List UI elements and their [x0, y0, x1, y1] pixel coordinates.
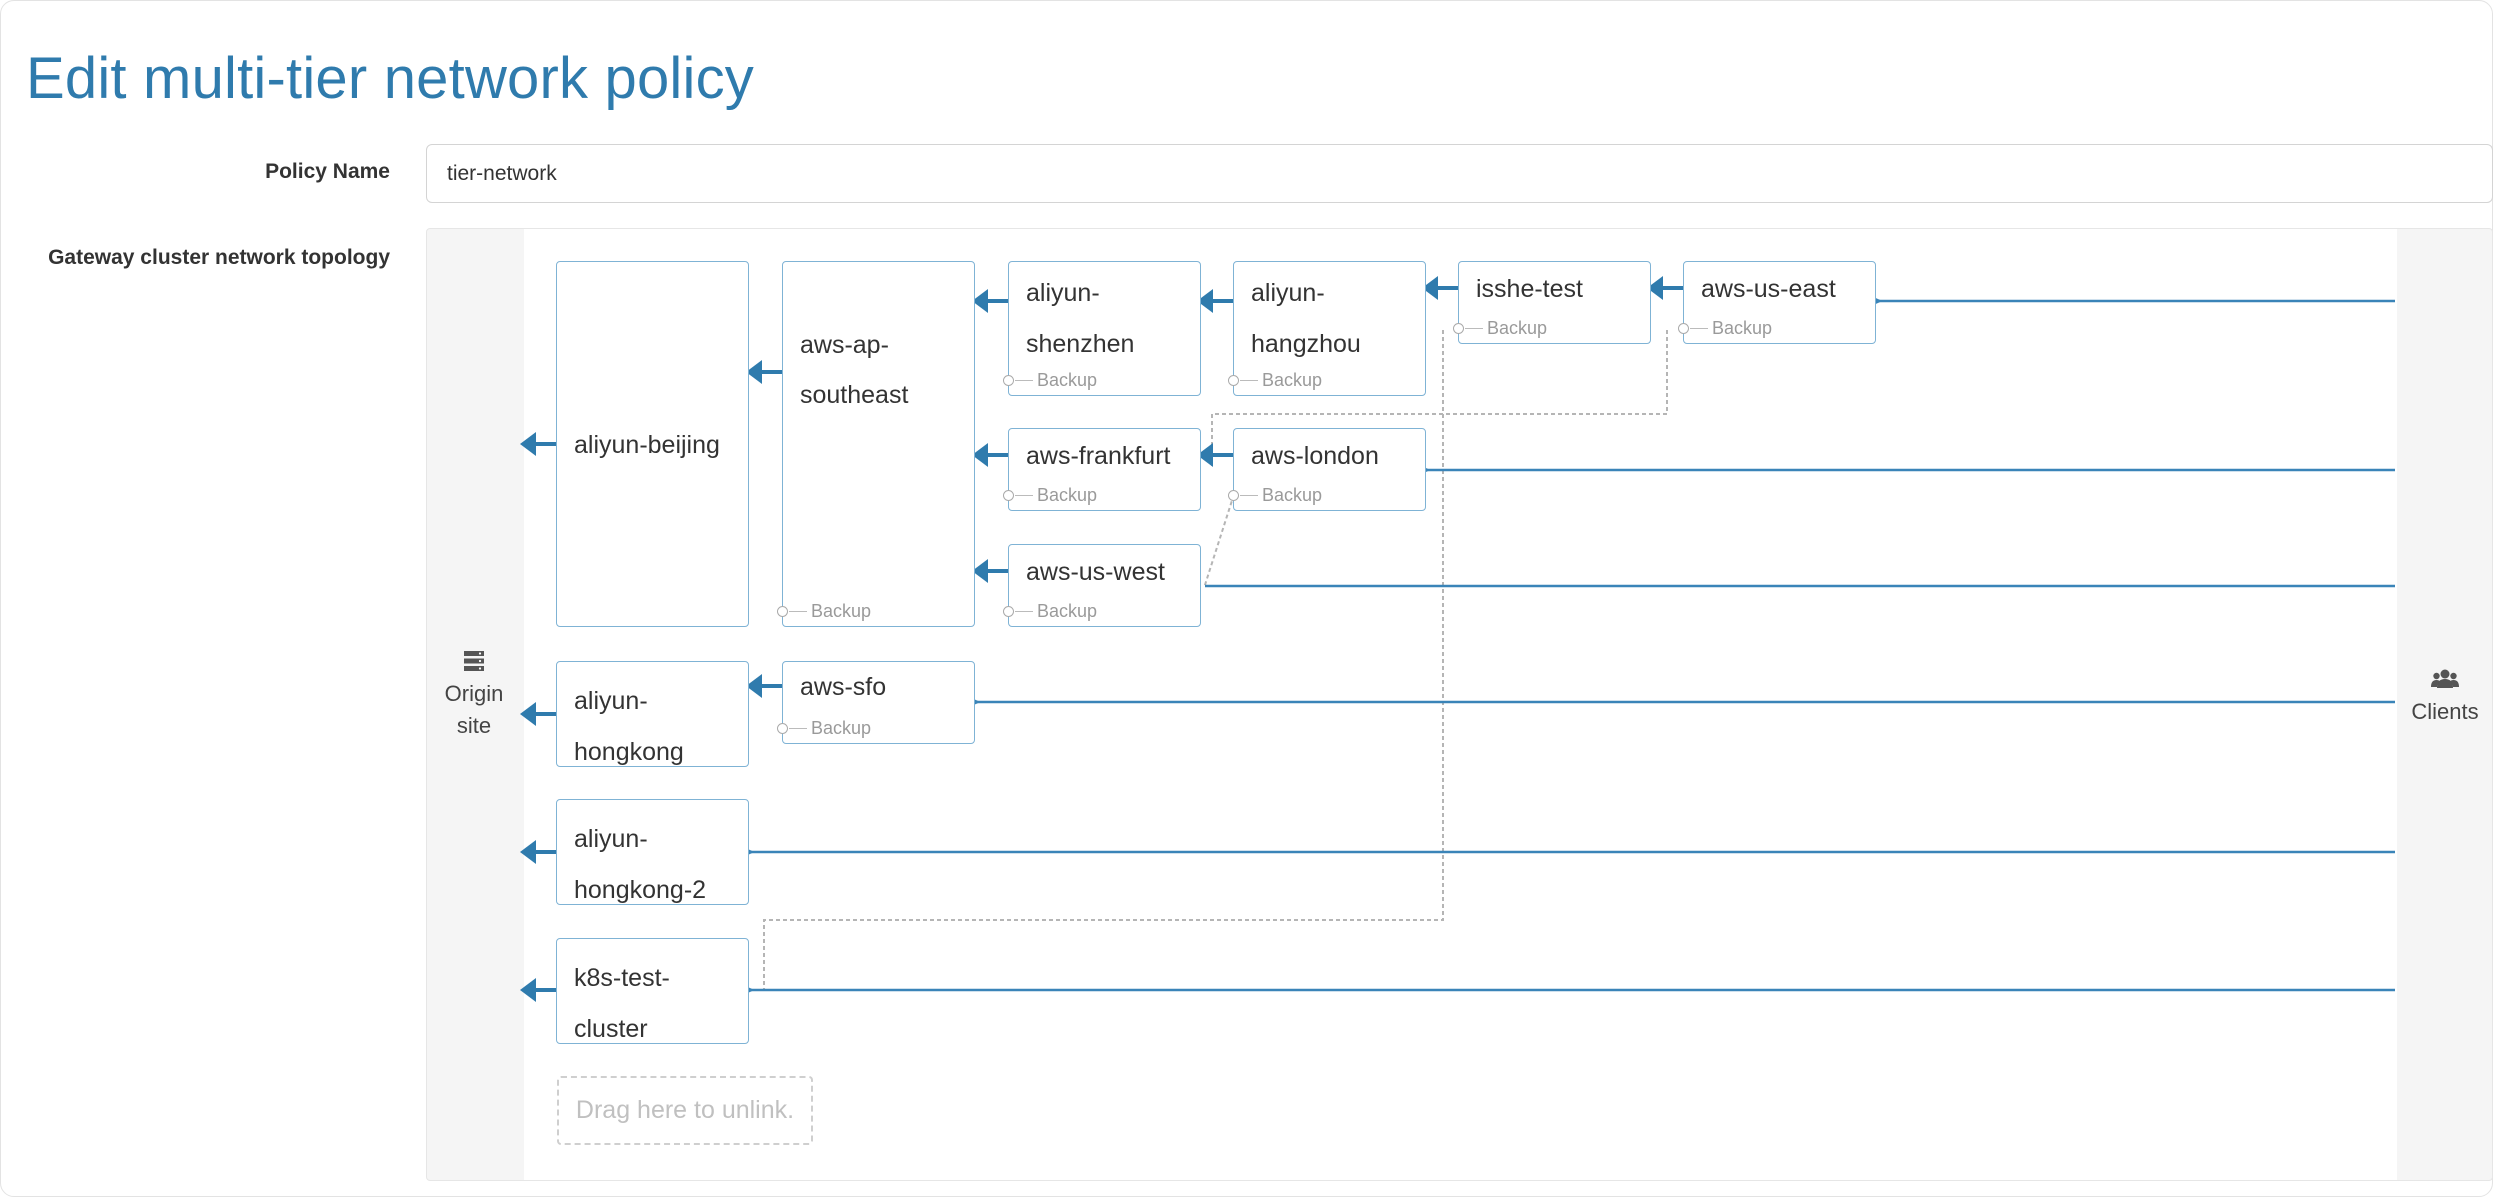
backup-knob[interactable] [1678, 322, 1689, 334]
backup-line [1690, 327, 1708, 329]
backup-knob[interactable] [1228, 489, 1239, 501]
backup-line [1465, 327, 1483, 329]
backup-knob[interactable] [1003, 374, 1014, 386]
node-aliyun-beijing[interactable]: aliyun-beijing [556, 261, 749, 627]
node-label: aws-ap-southeast [800, 331, 909, 409]
node-label: aws-sfo [800, 673, 887, 701]
node-label: aliyun-hongkong-2 [574, 825, 707, 904]
backup-label: Backup [811, 717, 872, 738]
node-label: aws-frankfurt [1026, 442, 1171, 470]
backup-slot[interactable]: Backup [1453, 317, 1548, 339]
origin-site: Origin site [432, 650, 516, 742]
node-label: aliyun-shenzhen [1026, 279, 1135, 358]
node-label: aliyun-hangzhou [1251, 279, 1361, 358]
backup-knob[interactable] [1228, 374, 1239, 386]
node-aws-frankfurt[interactable]: aws-frankfurt Backup [1003, 428, 1201, 511]
backup-slot[interactable]: Backup [1678, 317, 1773, 339]
server-icon [464, 651, 484, 671]
backup-label: Backup [1037, 600, 1098, 621]
node-label: aws-us-west [1026, 558, 1165, 586]
backup-slot[interactable]: Backup [777, 717, 872, 739]
clients-label: Clients [2411, 699, 2479, 724]
policy-name-input[interactable] [426, 144, 2493, 203]
backup-knob[interactable] [1453, 322, 1464, 334]
backup-slot[interactable]: Backup [1003, 600, 1098, 622]
backup-label: Backup [1262, 484, 1323, 505]
backup-knob[interactable] [1003, 489, 1014, 501]
backup-line [1015, 610, 1033, 612]
backup-slot[interactable]: Backup [1003, 484, 1098, 506]
policy-name-label: Policy Name [265, 160, 390, 183]
backup-label: Backup [1712, 317, 1773, 338]
node-isshe-test[interactable]: isshe-test Backup [1453, 261, 1651, 344]
backup-label: Backup [811, 600, 872, 621]
node-aliyun-shenzhen[interactable]: aliyun-shenzhen Backup [1003, 261, 1201, 396]
node-k8s-test-cluster[interactable]: k8s-test-cluster [556, 938, 749, 1044]
node-label: k8s-test-cluster [574, 964, 670, 1043]
node-aws-us-east[interactable]: aws-us-east Backup [1678, 261, 1876, 344]
backup-knob[interactable] [1003, 605, 1014, 617]
node-aws-us-west[interactable]: aws-us-west Backup [1003, 544, 1201, 627]
backup-line [1240, 494, 1258, 496]
topology-label: Gateway cluster network topology [48, 246, 390, 269]
users-icon [2431, 669, 2459, 688]
unlink-dropzone[interactable]: Drag here to unlink. [557, 1076, 813, 1145]
node-aliyun-hongkong-2[interactable]: aliyun-hongkong-2 [556, 799, 749, 905]
backup-knob[interactable] [777, 722, 788, 734]
node-aws-ap-southeast[interactable]: aws-ap-southeast Backup [777, 261, 975, 627]
node-aliyun-hongkong[interactable]: aliyun-hongkong [556, 661, 749, 767]
backup-label: Backup [1037, 484, 1098, 505]
node-label: aliyun-hongkong [574, 687, 684, 766]
backup-slot[interactable]: Backup [777, 600, 872, 622]
clients: Clients [2400, 668, 2490, 728]
node-label: aliyun-beijing [574, 431, 720, 459]
backup-line [1015, 379, 1033, 381]
backup-slot[interactable]: Backup [1003, 369, 1098, 391]
node-aws-sfo[interactable]: aws-sfo Backup [777, 661, 975, 744]
backup-label: Backup [1487, 317, 1548, 338]
backup-line [789, 610, 807, 612]
origin-site-label: Origin site [444, 681, 504, 738]
backup-line [1015, 494, 1033, 496]
node-label: isshe-test [1476, 275, 1583, 303]
backup-line [789, 727, 807, 729]
backup-line [1240, 379, 1258, 381]
backup-label: Backup [1037, 369, 1098, 390]
node-label: aws-us-east [1701, 275, 1836, 303]
backup-label: Backup [1262, 369, 1323, 390]
backup-slot[interactable]: Backup [1228, 369, 1323, 391]
backup-knob[interactable] [777, 605, 788, 617]
node-aliyun-hangzhou[interactable]: aliyun-hangzhou Backup [1228, 261, 1426, 396]
node-label: aws-london [1251, 442, 1379, 470]
page-title: Edit multi-tier network policy [26, 46, 754, 111]
backup-slot[interactable]: Backup [1228, 484, 1323, 506]
node-aws-london[interactable]: aws-london Backup [1228, 428, 1426, 511]
